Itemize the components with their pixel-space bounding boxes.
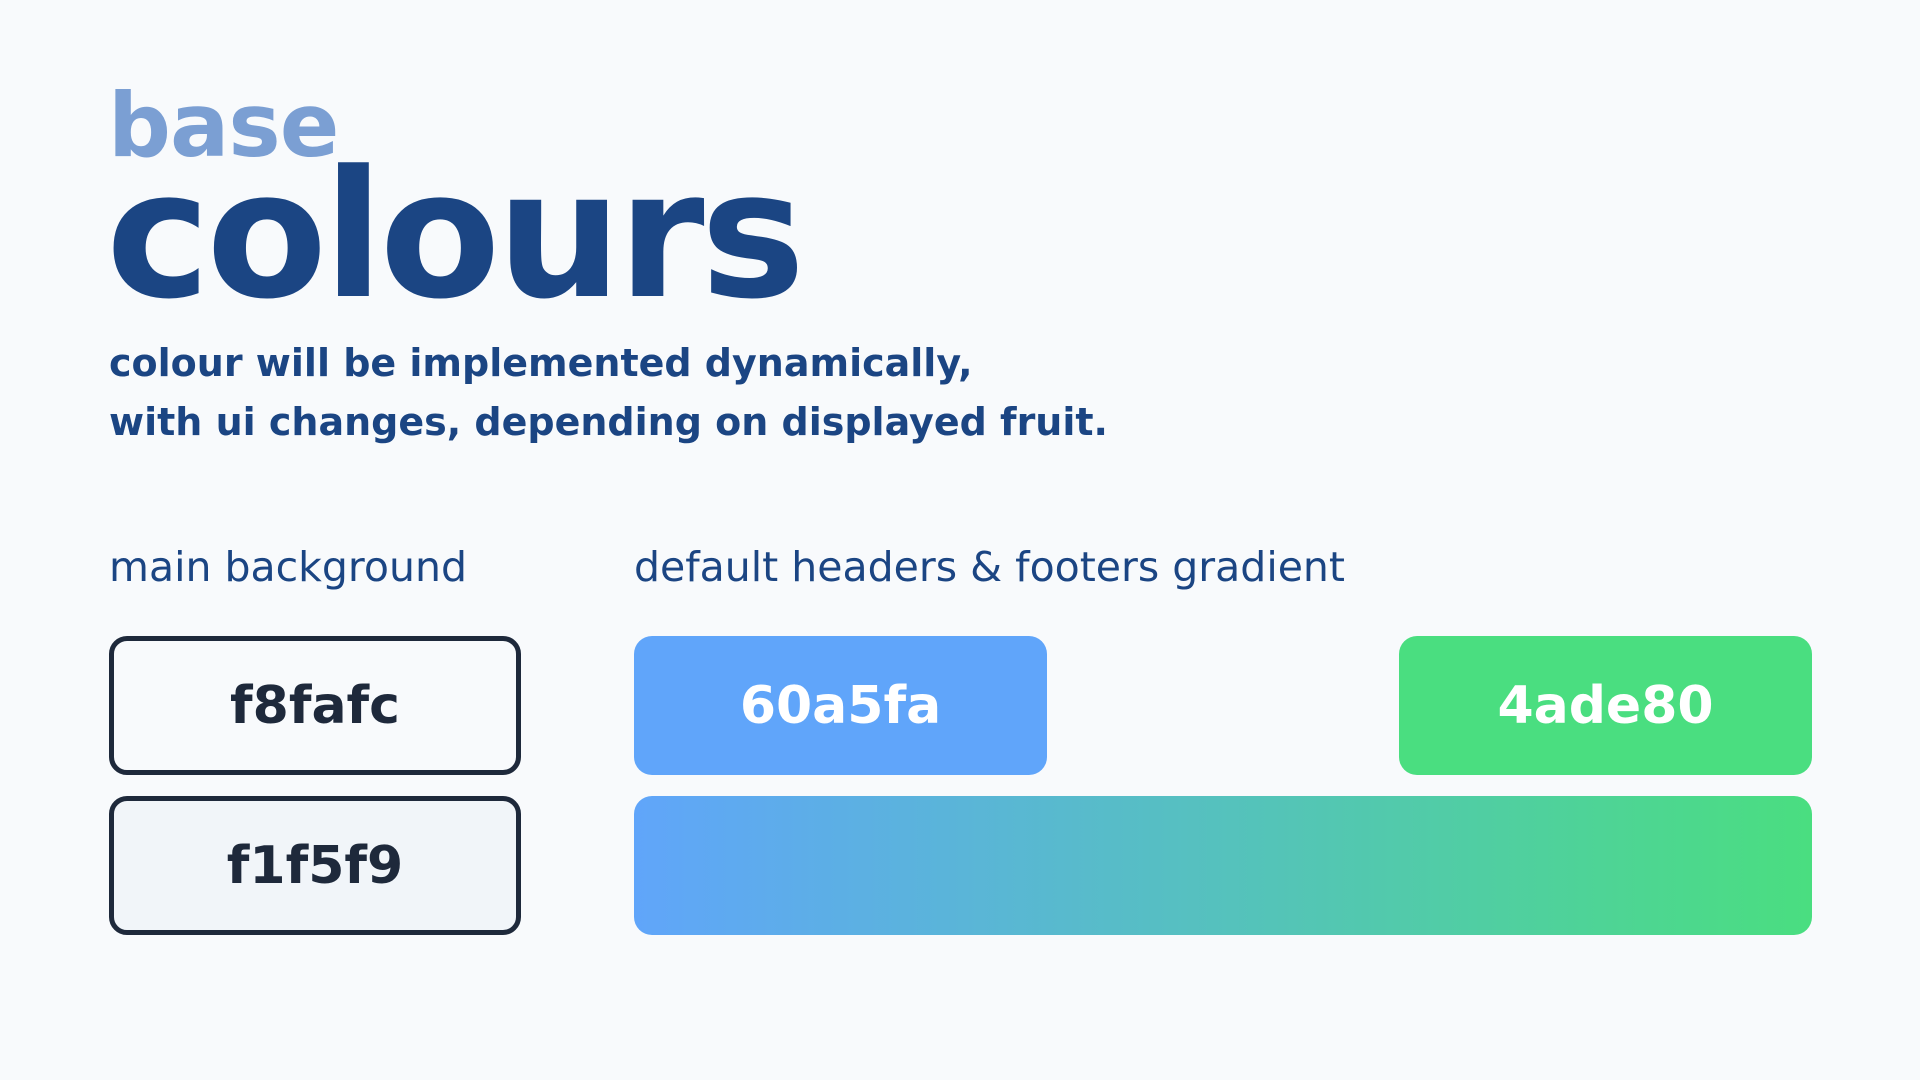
main-background-label: main background: [109, 543, 467, 591]
swatch-f8fafc-label: f8fafc: [230, 675, 400, 736]
title-large: colours: [106, 133, 805, 338]
subtitle-line-1: colour will be implemented dynamically,: [109, 341, 973, 385]
swatch-f1f5f9: f1f5f9: [109, 796, 521, 935]
swatch-f1f5f9-label: f1f5f9: [226, 835, 404, 896]
subtitle-line-2: with ui changes, depending on displayed …: [109, 400, 1108, 444]
swatch-gradient-end-label: 4ade80: [1497, 675, 1714, 736]
subtitle: colour will be implemented dynamically, …: [109, 334, 1108, 452]
swatch-f8fafc: f8fafc: [109, 636, 521, 775]
gradient-preview-bar: [634, 796, 1812, 935]
swatch-gradient-start: 60a5fa: [634, 636, 1047, 775]
swatch-gradient-start-label: 60a5fa: [739, 675, 942, 736]
swatch-gradient-end: 4ade80: [1399, 636, 1812, 775]
gradient-label: default headers & footers gradient: [634, 543, 1345, 591]
title-small: base: [108, 74, 339, 177]
